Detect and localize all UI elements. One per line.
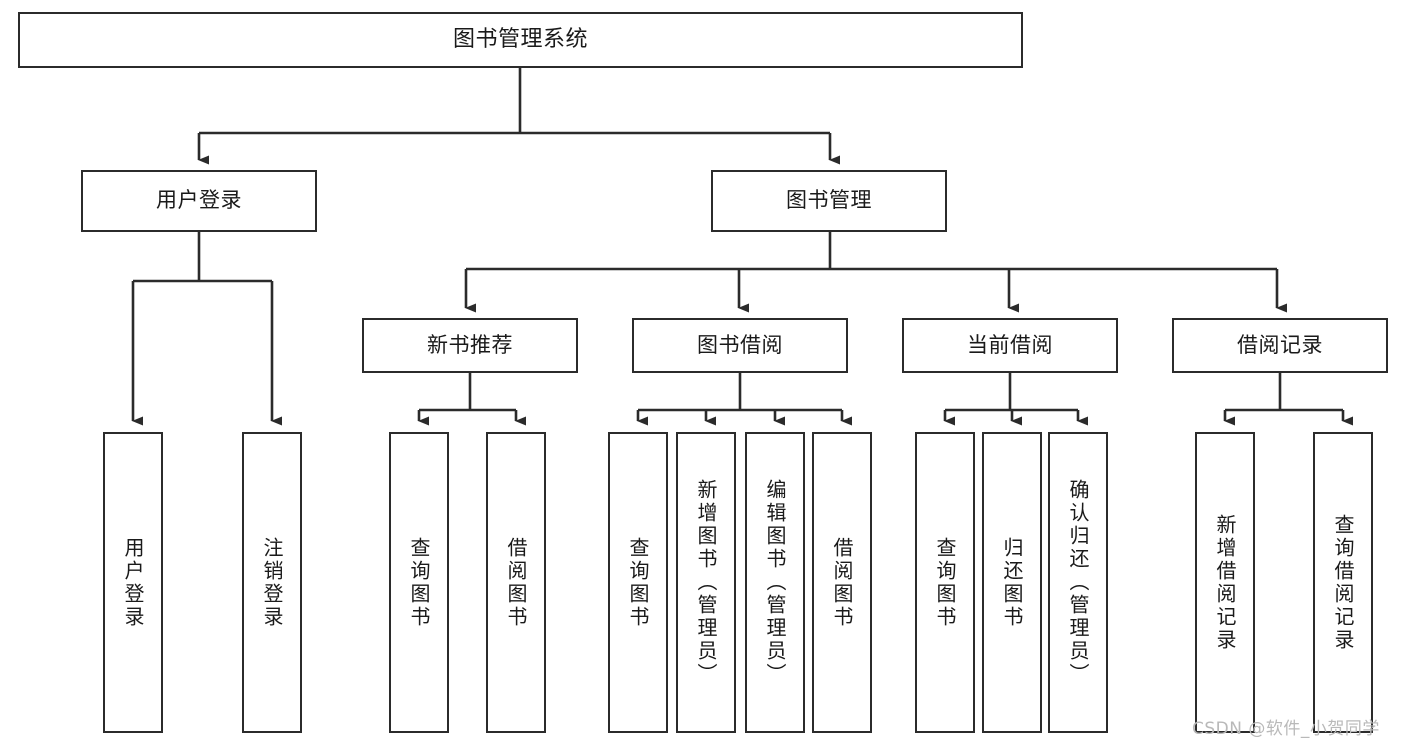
node-leaf-borrow-book-2[interactable]: 借阅图书 (812, 432, 872, 733)
node-leaf-return-book[interactable]: 归还图书 (982, 432, 1042, 733)
node-label: 查询图书 (407, 536, 431, 629)
node-label: 图书借阅 (697, 332, 783, 357)
node-label: 借阅图书 (504, 536, 528, 629)
node-label: 归还图书 (1000, 536, 1024, 629)
node-leaf-confirm-return[interactable]: 确认归还（管理员） (1048, 432, 1108, 733)
node-leaf-query-record[interactable]: 查询借阅记录 (1313, 432, 1373, 733)
node-label: 确认归还（管理员） (1066, 479, 1090, 686)
node-leaf-edit-book[interactable]: 编辑图书（管理员） (745, 432, 805, 733)
node-leaf-add-book[interactable]: 新增图书（管理员） (676, 432, 736, 733)
node-current-borrow[interactable]: 当前借阅 (902, 318, 1118, 373)
node-leaf-user-login[interactable]: 用户登录 (103, 432, 163, 733)
node-label: 图书管理系统 (452, 26, 588, 52)
node-book-management[interactable]: 图书管理 (711, 170, 947, 232)
node-leaf-borrow-book-1[interactable]: 借阅图书 (486, 432, 546, 733)
node-label: 查询图书 (933, 536, 957, 629)
node-label: 查询借阅记录 (1331, 513, 1355, 652)
node-leaf-add-record[interactable]: 新增借阅记录 (1195, 432, 1255, 733)
node-label: 用户登录 (121, 536, 145, 629)
node-user-login[interactable]: 用户登录 (81, 170, 317, 232)
node-book-borrow[interactable]: 图书借阅 (632, 318, 848, 373)
node-book-management-system[interactable]: 图书管理系统 (18, 12, 1023, 68)
node-new-book-recommend[interactable]: 新书推荐 (362, 318, 578, 373)
node-label: 当前借阅 (967, 332, 1053, 357)
node-borrow-record[interactable]: 借阅记录 (1172, 318, 1388, 373)
node-label: 新增借阅记录 (1213, 513, 1237, 652)
node-leaf-query-book-3[interactable]: 查询图书 (915, 432, 975, 733)
node-label: 借阅记录 (1237, 332, 1323, 357)
node-label: 借阅图书 (830, 536, 854, 629)
node-leaf-logout-login[interactable]: 注销登录 (242, 432, 302, 733)
node-label: 新书推荐 (427, 332, 513, 357)
node-label: 用户登录 (156, 188, 242, 213)
node-label: 注销登录 (260, 536, 284, 629)
node-label: 新增图书（管理员） (694, 479, 718, 686)
node-label: 编辑图书（管理员） (763, 479, 787, 686)
node-label: 查询图书 (626, 536, 650, 629)
node-leaf-query-book-1[interactable]: 查询图书 (389, 432, 449, 733)
csdn-watermark: CSDN @软件_小贺同学 (1192, 719, 1380, 739)
node-label: 图书管理 (786, 188, 872, 213)
node-leaf-query-book-2[interactable]: 查询图书 (608, 432, 668, 733)
